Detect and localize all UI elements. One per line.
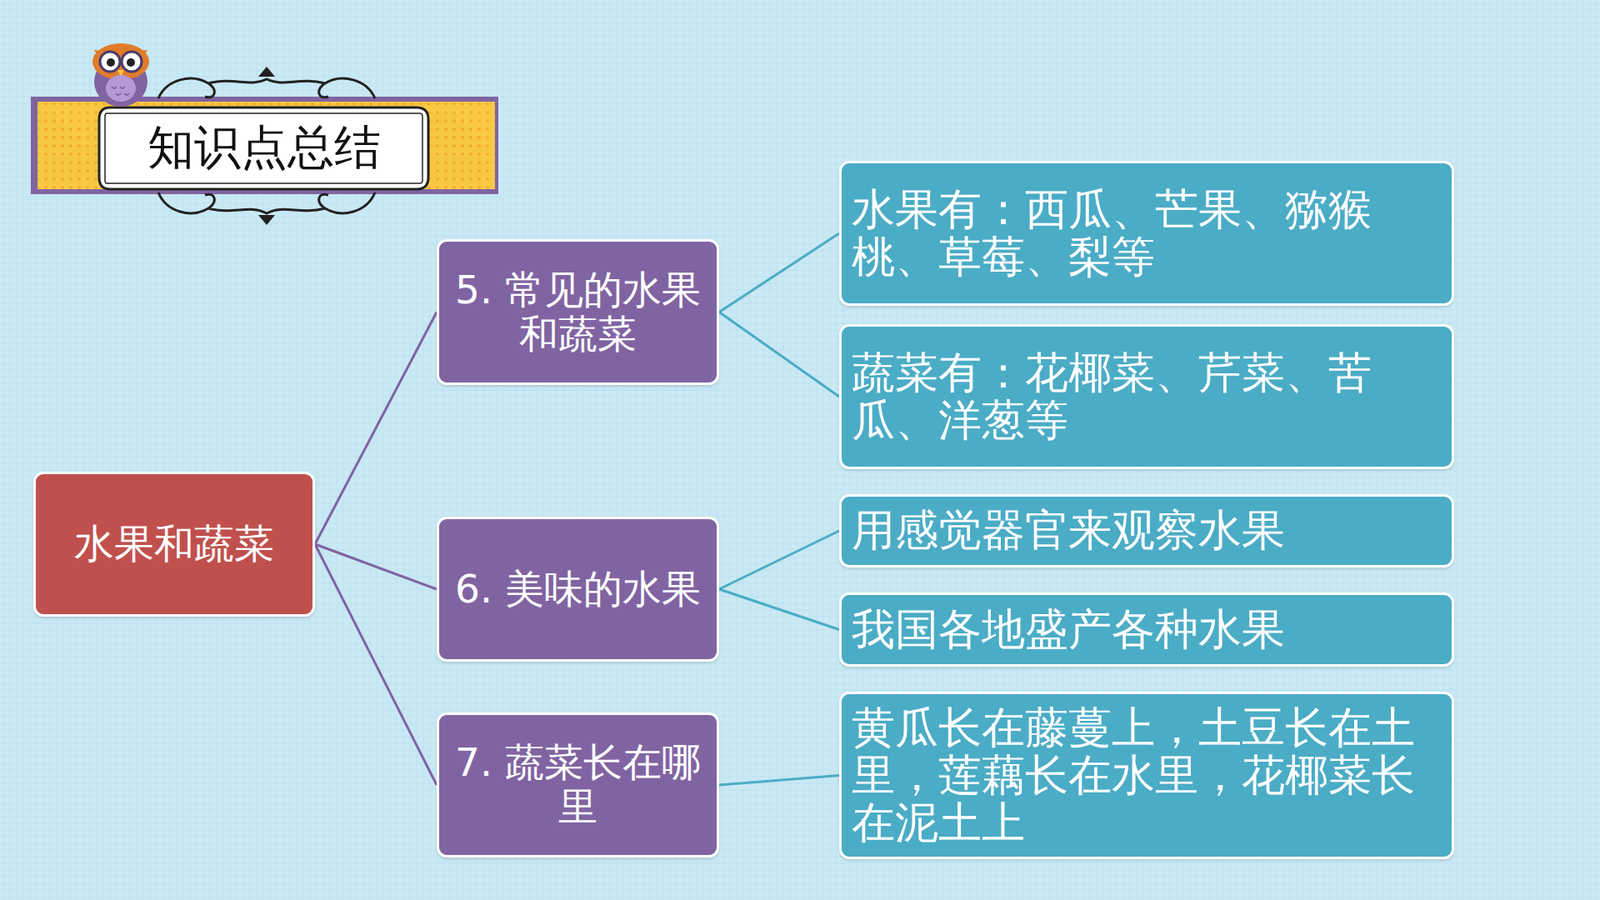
detail-box: 用感觉器官来观察水果 xyxy=(839,494,1455,568)
connector-line xyxy=(315,544,437,785)
node-text: 水果有：西瓜、芒果、猕猴桃、草莓、梨等 xyxy=(851,185,1442,281)
node-text: 蔬菜有：花椰菜、芹菜、苦瓜、洋葱等 xyxy=(851,349,1442,445)
title-text: 知识点总结 xyxy=(147,116,381,180)
node-text: 7. 蔬菜长在哪里 xyxy=(452,740,704,829)
detail-box: 水果有：西瓜、芒果、猕猴桃、草莓、梨等 xyxy=(839,160,1455,306)
connector-line xyxy=(719,775,840,786)
connector-line xyxy=(719,312,840,398)
detail-box: 我国各地盛产各种水果 xyxy=(839,592,1455,667)
topic-box: 7. 蔬菜长在哪里 xyxy=(436,712,720,858)
connector-line xyxy=(719,233,840,313)
node-text: 用感觉器官来观察水果 xyxy=(851,506,1285,555)
connector-line xyxy=(315,312,437,545)
node-text: 我国各地盛产各种水果 xyxy=(851,605,1285,654)
root-box: 水果和蔬菜 xyxy=(33,471,315,617)
node-text: 5. 常见的水果和蔬菜 xyxy=(452,268,704,356)
node-text: 黄瓜长在藤蔓上，土豆长在土里，莲藕长在水里，花椰菜长在泥土上 xyxy=(851,704,1442,848)
connector-line xyxy=(719,589,840,630)
detail-box: 黄瓜长在藤蔓上，土豆长在土里，莲藕长在水里，花椰菜长在泥土上 xyxy=(839,691,1455,860)
detail-box: 蔬菜有：花椰菜、芹菜、苦瓜、洋葱等 xyxy=(839,324,1455,470)
topic-box: 5. 常见的水果和蔬菜 xyxy=(436,239,720,385)
owl-illustration xyxy=(92,43,150,107)
topic-box: 6. 美味的水果 xyxy=(436,516,720,662)
title-label: 知识点总结 xyxy=(99,107,429,190)
node-text: 6. 美味的水果 xyxy=(455,567,701,612)
node-text: 水果和蔬菜 xyxy=(74,520,275,567)
connector-line xyxy=(719,530,840,590)
